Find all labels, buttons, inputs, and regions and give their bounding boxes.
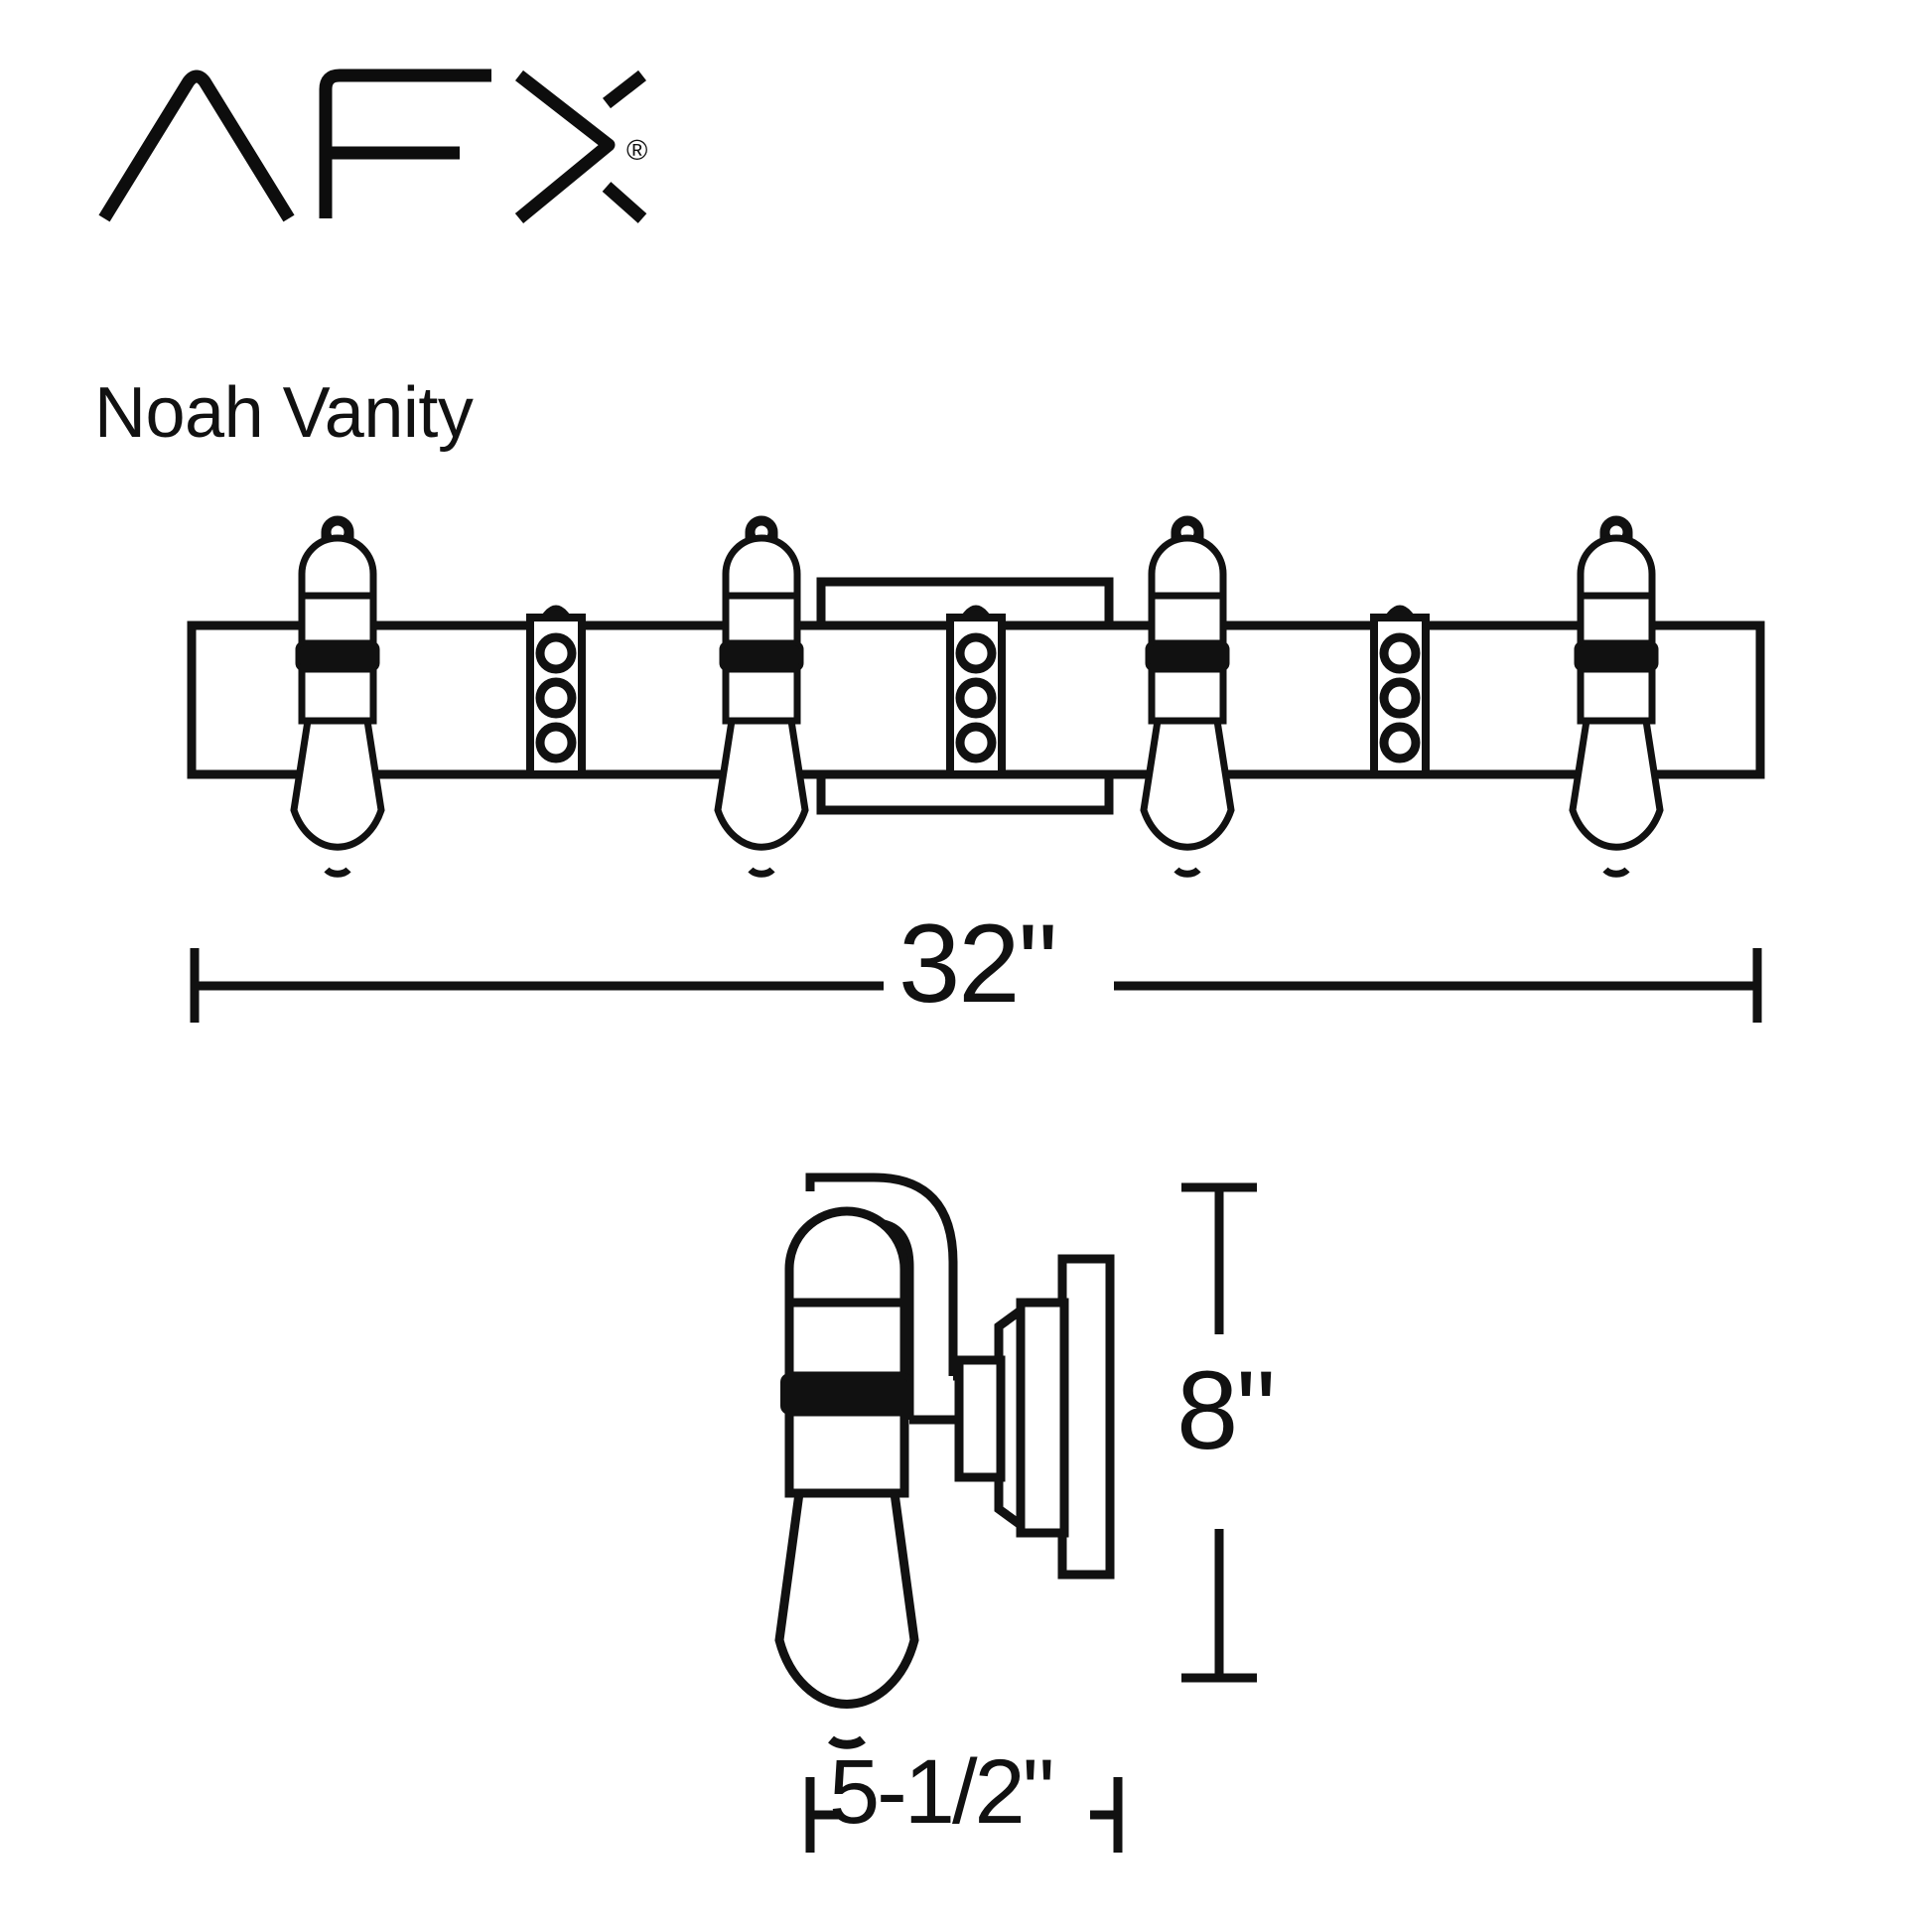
mount-strap: [950, 608, 1002, 774]
fixture-arm: [805, 1173, 959, 1425]
mount-strap: [530, 608, 582, 774]
registered-trademark-icon: ®: [626, 135, 648, 167]
light-socket: [294, 519, 381, 874]
mount-strap: [1374, 608, 1426, 774]
depth-dimension-label: 5-1/2": [829, 1741, 1054, 1843]
wall-mount-plate: [954, 1254, 1115, 1580]
fixture-bar: [187, 621, 1765, 779]
light-socket: [1573, 519, 1660, 874]
afx-wordmark-icon: [98, 69, 647, 224]
light-socket: [718, 519, 805, 874]
height-dimension-label: 8": [1176, 1348, 1276, 1472]
brand-block: ® Noah Vanity: [94, 60, 789, 449]
width-dimension-label: 32": [898, 901, 1057, 1026]
center-backplate: [816, 577, 1114, 815]
page-title: Noah Vanity: [94, 373, 474, 453]
light-socket: [1144, 519, 1231, 874]
light-socket: [774, 1206, 919, 1749]
afx-logo: ®: [94, 60, 650, 228]
